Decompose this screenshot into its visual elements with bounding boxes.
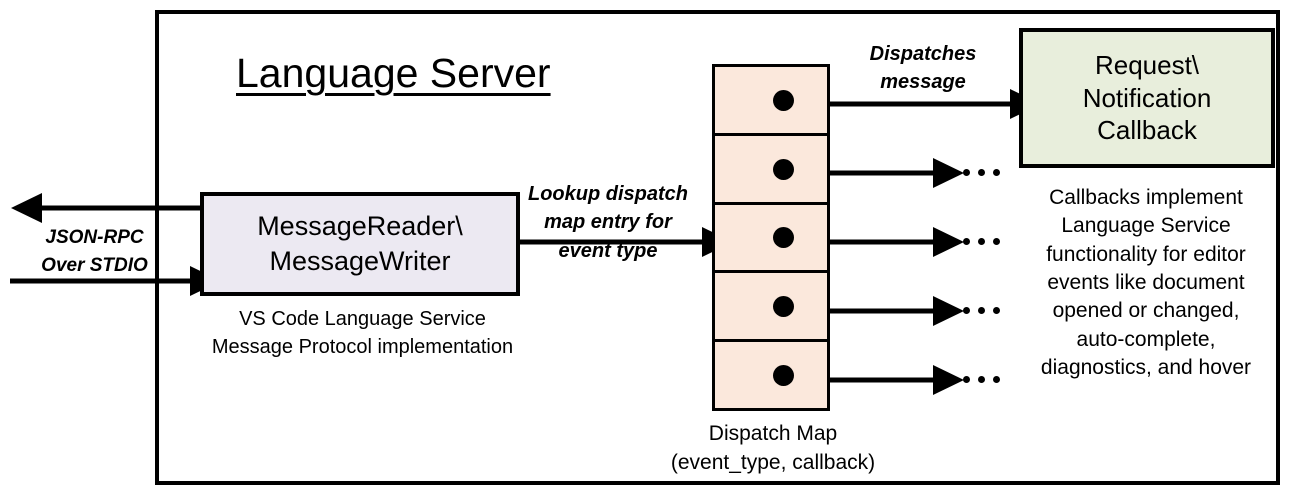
callback-dot-icon: [773, 158, 794, 180]
message-reader-writer-label: MessageReader\ MessageWriter: [257, 210, 463, 276]
dispatch-map-row[interactable]: [715, 205, 827, 274]
callback-dot-icon: [773, 89, 794, 111]
dispatch-map-table[interactable]: [712, 64, 830, 411]
callback-dot-icon: [773, 296, 794, 318]
ellipsis-row-5: [963, 376, 1000, 383]
request-notification-callback-box[interactable]: Request\ Notification Callback: [1019, 28, 1275, 168]
message-reader-writer-box[interactable]: MessageReader\ MessageWriter: [200, 192, 520, 296]
language-server-boundary: [155, 10, 1280, 485]
dispatch-map-row[interactable]: [715, 342, 827, 408]
ellipsis-dot-icon: [963, 376, 970, 383]
message-reader-writer-caption: VS Code Language Service Message Protoco…: [211, 308, 514, 358]
ellipsis-row-2: [963, 169, 1000, 176]
dispatch-map-row[interactable]: [715, 67, 827, 136]
ellipsis-dot-icon: [993, 376, 1000, 383]
callback-description: Callbacks implement Language Service fun…: [1040, 186, 1252, 380]
ellipsis-row-3: [963, 238, 1000, 245]
ellipsis-dot-icon: [963, 238, 970, 245]
ellipsis-dot-icon: [963, 169, 970, 176]
callback-dot-icon: [773, 227, 794, 249]
ellipsis-dot-icon: [993, 307, 1000, 314]
ellipsis-dot-icon: [978, 307, 985, 314]
ellipsis-row-4: [963, 307, 1000, 314]
dispatch-map-row[interactable]: [715, 273, 827, 343]
ellipsis-dot-icon: [993, 169, 1000, 176]
request-notification-callback-label: Request\ Notification Callback: [1082, 49, 1212, 146]
dispatch-map-caption: Dispatch Map (event_type, callback): [670, 422, 876, 474]
ellipsis-dot-icon: [993, 238, 1000, 245]
dispatch-map-row[interactable]: [715, 136, 827, 205]
transport-label: JSON-RPC Over STDIO: [41, 227, 148, 276]
ellipsis-dot-icon: [978, 169, 985, 176]
dispatches-message-label: Dispatches message: [869, 43, 977, 94]
ellipsis-dot-icon: [978, 238, 985, 245]
ellipsis-dot-icon: [978, 376, 985, 383]
ellipsis-dot-icon: [963, 307, 970, 314]
lookup-dispatch-label: Lookup dispatch map entry for event type: [528, 183, 688, 262]
callback-dot-icon: [773, 365, 794, 387]
language-server-title: Language Server: [236, 50, 551, 96]
